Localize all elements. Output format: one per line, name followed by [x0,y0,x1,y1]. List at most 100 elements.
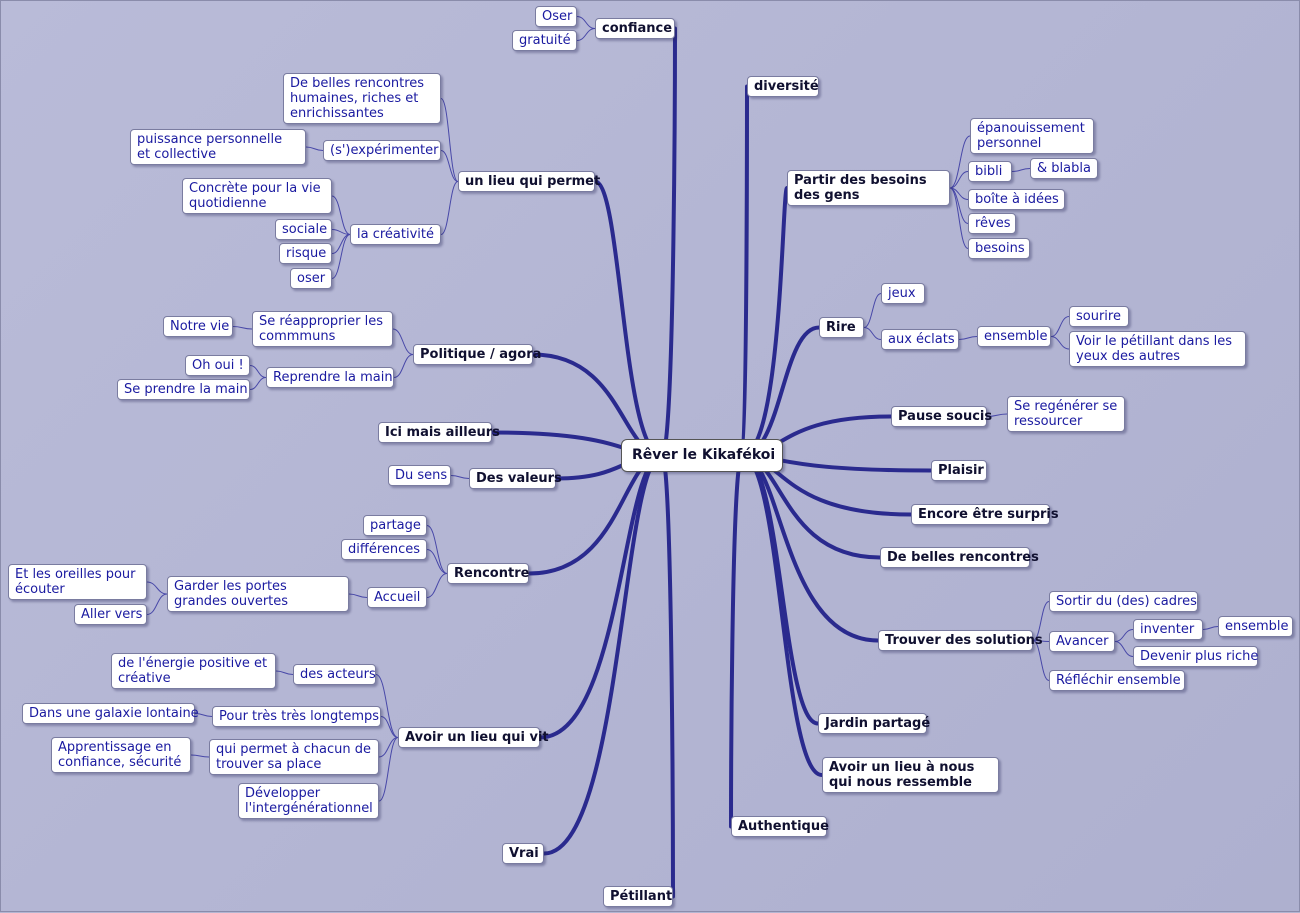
topic-des-valeurs[interactable]: Des valeurs [469,468,562,489]
sub-line-ensemble1-sourire [1050,316,1070,337]
sub-line-lieu-vit-acteurs [375,674,399,738]
sub-line-confiance-oser1 [576,16,596,29]
topic-vrai[interactable]: Vrai [502,843,544,864]
subtopic-reflechir-ensemble[interactable]: Réfléchir ensemble [1049,670,1185,691]
subtopic-reprendre-la-main[interactable]: Reprendre la main [266,367,394,388]
subtopic-epanouissement[interactable]: épanouissement personnel [970,118,1094,154]
sub-line-accueil-portes [348,593,368,598]
sub-line-eclats-ensemble1 [958,336,978,340]
subtopic-rencontres-humaines[interactable]: De belles rencontres humaines, riches et… [283,73,441,124]
subtopic-partage[interactable]: partage [363,515,427,536]
sub-line-creativite-concrete [331,195,351,235]
sub-line-portes-aller [146,593,168,615]
sub-line-lieu-permet-creativite [440,181,459,235]
sub-line-reprendre-prendre-main [249,377,267,390]
topic-petillant[interactable]: Pétillant [603,886,673,907]
subtopic-energie-positive[interactable]: de l'énergie positive et créative [111,653,276,689]
subtopic-portes-ouvertes[interactable]: Garder les portes grandes ouvertes [167,576,349,612]
topic-rencontre[interactable]: Rencontre [447,563,529,584]
sub-line-chacun-apprentissage [190,754,210,758]
topic-rire[interactable]: Rire [819,317,864,338]
topic-ici-mais-ailleurs[interactable]: Ici mais ailleurs [378,422,500,443]
subtopic-bibli[interactable]: bibli [968,161,1012,182]
sub-line-politique-reprendre [393,354,414,378]
subtopic-jeux[interactable]: jeux [881,283,925,304]
central-topic[interactable]: Rêver le Kikafékoi [621,439,783,472]
topic-authentique[interactable]: Authentique [731,816,829,837]
sub-line-lieu-vit-intergen [378,737,399,802]
subtopic-differences[interactable]: différences [341,539,427,560]
topic-trouver-des-solutions[interactable]: Trouver des solutions [878,630,1043,651]
topic-pause-soucis[interactable]: Pause soucis [891,406,992,427]
subtopic-la-creativite[interactable]: la créativité [350,224,441,245]
topic-jardin-partage[interactable]: Jardin partagé [818,713,930,734]
topic-plaisir[interactable]: Plaisir [931,460,987,481]
subtopic-pour-tres-longtemps[interactable]: Pour très très longtemps [212,706,381,727]
subtopic-aller-vers[interactable]: Aller vers [74,604,147,625]
subtopic-devenir-plus-riche[interactable]: Devenir plus riche [1133,646,1258,667]
sub-line-avancer-inventer [1114,629,1134,642]
subtopic-ensemble-2[interactable]: ensemble [1218,616,1293,637]
subtopic-avancer[interactable]: Avancer [1049,631,1115,652]
subtopic-sortir-des-cadres[interactable]: Sortir du (des) cadres [1049,591,1198,612]
subtopic-oser-2[interactable]: oser [290,268,332,289]
sub-line-reapproprier-notre-vie [232,326,253,330]
topic-confiance[interactable]: confiance [595,18,675,39]
subtopic-reves[interactable]: rêves [968,213,1016,234]
subtopic-blabla[interactable]: & blabla [1030,158,1098,179]
sub-line-trouver-avancer [1032,640,1050,642]
subtopic-des-acteurs[interactable]: des acteurs [293,664,376,685]
subtopic-aux-eclats[interactable]: aux éclats [881,329,959,350]
subtopic-gratuite[interactable]: gratuité [512,30,577,51]
subtopic-oreilles-pour-ecouter[interactable]: Et les oreilles pour écouter [8,564,147,600]
topic-de-belles-rencontres[interactable]: De belles rencontres [880,547,1039,568]
subtopic-puissance-personnelle[interactable]: puissance personnelle et collective [130,129,306,165]
subtopic-oh-oui[interactable]: Oh oui ! [185,355,250,376]
topic-partir-des-besoins[interactable]: Partir des besoins des gens [787,170,950,206]
subtopic-sourire[interactable]: sourire [1069,306,1129,327]
subtopic-se-prendre-la-main[interactable]: Se prendre la main [117,379,250,400]
branch-line-ressemble [740,453,824,777]
subtopic-apprentissage[interactable]: Apprentissage en confiance, sécurité [51,737,191,773]
topic-un-lieu-qui-permet[interactable]: un lieu qui permet [458,171,600,192]
topic-lieu-qui-nous-ressemble[interactable]: Avoir un lieu à nous qui nous ressemble [822,757,999,793]
subtopic-risque[interactable]: risque [279,243,332,264]
sub-line-confiance-gratuite [576,28,596,41]
sub-line-creativite-risque [331,234,351,254]
topic-encore-etre-surpris[interactable]: Encore être surpris [911,504,1059,525]
subtopic-oser[interactable]: Oser [535,6,577,27]
sub-line-lieu-permet-experimenter [440,150,459,182]
subtopic-petillant-yeux[interactable]: Voir le pétillant dans les yeux des autr… [1069,331,1246,367]
subtopic-s-experimenter[interactable]: (s')expérimenter [323,140,441,161]
sub-line-experimenter-puissance [305,146,324,151]
sub-line-pause-regenerer [986,413,1008,417]
topic-diversite[interactable]: diversité [747,76,819,97]
sub-line-rencontre-accueil [426,573,448,598]
sub-line-longtemps-galaxie [194,713,213,717]
sub-line-partir-besoins [949,187,969,249]
subtopic-se-regenerer[interactable]: Se regénérer se ressourcer [1007,396,1125,432]
topic-avoir-un-lieu-qui-vit[interactable]: Avoir un lieu qui vit [398,727,549,748]
sub-line-politique-reapproprier [392,328,414,355]
subtopic-inventer[interactable]: inventer [1133,619,1203,640]
subtopic-chacun-sa-place[interactable]: qui permet à chacun de trouver sa place [209,739,379,775]
subtopic-accueil[interactable]: Accueil [367,587,427,608]
topic-politique-agora[interactable]: Politique / agora [413,344,541,365]
subtopic-ensemble[interactable]: ensemble [977,326,1051,347]
subtopic-besoins[interactable]: besoins [968,238,1030,259]
subtopic-notre-vie[interactable]: Notre vie [163,316,233,337]
sub-line-rire-eclats [863,327,882,340]
sub-line-rencontre-differences [426,549,448,574]
subtopic-concrete-vie-quotidienne[interactable]: Concrète pour la vie quotidienne [182,178,332,214]
subtopic-du-sens[interactable]: Du sens [388,465,451,486]
sub-line-portes-oreilles [146,581,168,595]
subtopic-intergenerationnel[interactable]: Développer l'intergénérationnel [238,783,379,819]
subtopic-sociale[interactable]: sociale [275,219,332,240]
sub-line-rire-jeux [863,293,882,328]
subtopic-se-reapproprier[interactable]: Se réapproprier les commmuns [252,311,393,347]
subtopic-galaxie-lointaine[interactable]: Dans une galaxie lontaine [22,703,199,724]
subtopic-boite-a-idees[interactable]: boîte à idées [968,189,1065,210]
sub-line-partir-bibli [949,171,969,189]
sub-line-bibli-blabla [1011,168,1031,172]
